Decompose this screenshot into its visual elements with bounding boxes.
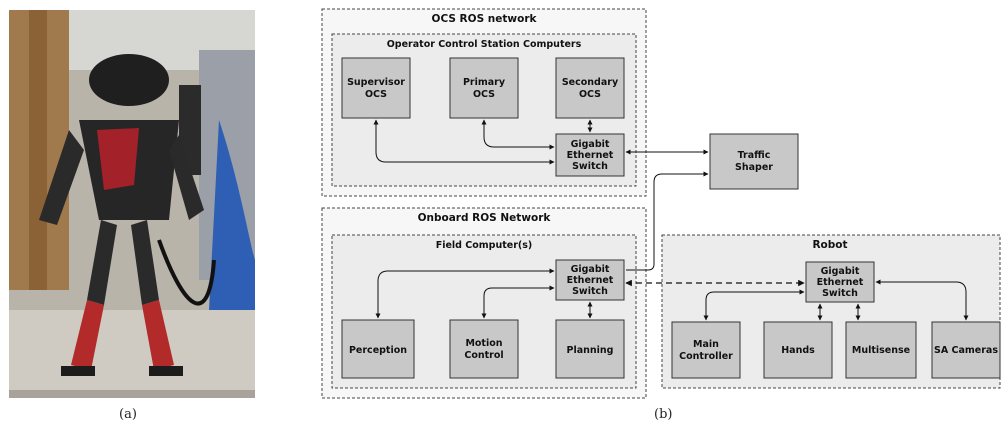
robot-photo xyxy=(9,10,255,398)
ocs-computers-title: Operator Control Station Computers xyxy=(387,39,582,50)
edge-field-switch-motion xyxy=(481,285,555,319)
perception-label: Perception xyxy=(349,345,407,356)
multisense-label: Multisense xyxy=(852,345,910,356)
edge-robot-switch-main xyxy=(703,289,805,321)
edge-supervisor-switch xyxy=(373,119,555,165)
onboard-ros-title: Onboard ROS Network xyxy=(418,212,552,224)
perception-box xyxy=(341,319,415,379)
supervisor-ocs-box xyxy=(341,57,411,119)
ocs-switch-box xyxy=(555,133,625,177)
motion-control-box xyxy=(449,319,519,379)
sa-cameras-box xyxy=(931,321,1001,379)
sa-cameras-label: SA Cameras xyxy=(934,345,998,356)
planning-label: Planning xyxy=(567,345,614,356)
field-switch-box xyxy=(555,259,625,301)
edge-primary-switch xyxy=(481,119,555,150)
edge-shaper-field-switch xyxy=(626,171,709,271)
ocs-ros-title: OCS ROS network xyxy=(432,13,538,25)
robot-switch-box xyxy=(805,261,875,303)
caption-a: (a) xyxy=(119,407,137,422)
planning-box xyxy=(555,319,625,379)
traffic-shaper-box xyxy=(709,133,799,190)
multisense-box xyxy=(845,321,917,379)
caption-b: (b) xyxy=(654,407,673,422)
hands-box xyxy=(763,321,833,379)
field-computers-title: Field Computer(s) xyxy=(436,240,533,251)
main-controller-box xyxy=(671,321,741,379)
secondary-ocs-box xyxy=(555,57,625,119)
primary-ocs-box xyxy=(449,57,519,119)
connectors xyxy=(373,119,969,321)
edge-robot-switch-cameras xyxy=(875,279,969,321)
edge-field-switch-perception xyxy=(375,268,555,319)
robot-title: Robot xyxy=(812,239,847,251)
hands-label: Hands xyxy=(781,345,815,356)
